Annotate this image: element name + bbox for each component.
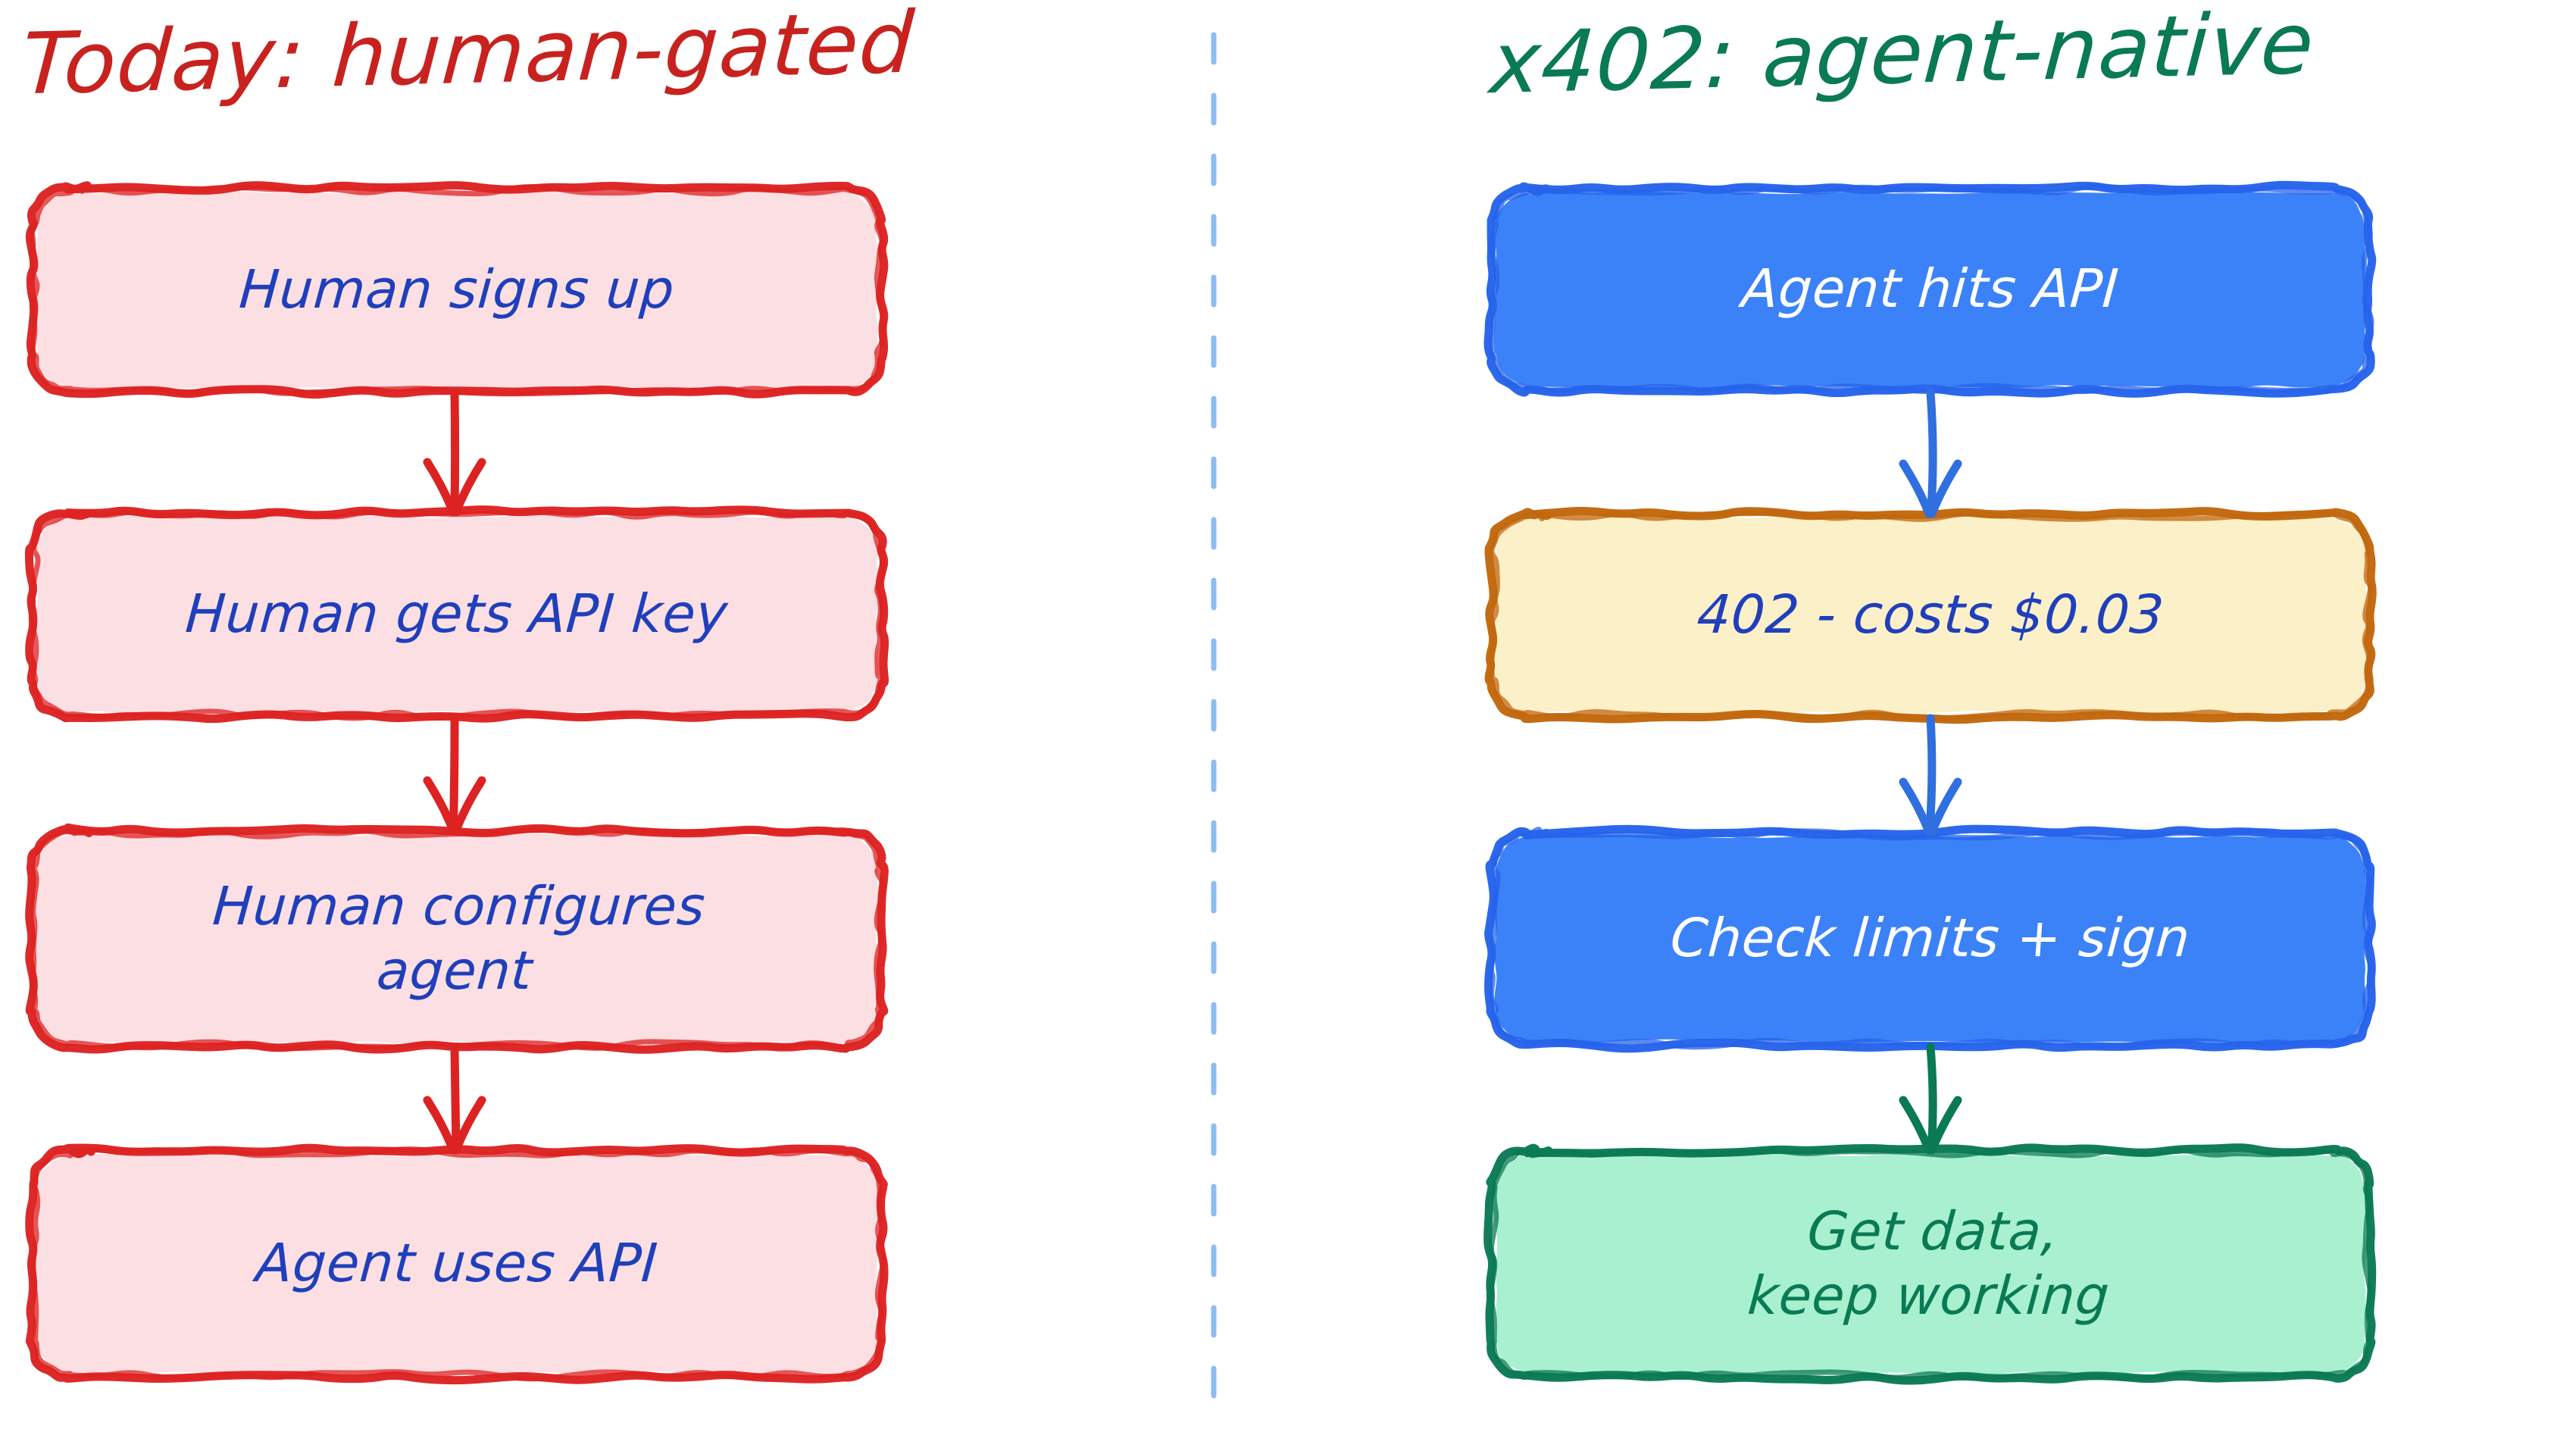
- node-agent-uses-api[interactable]: Agent uses API: [32, 1150, 882, 1377]
- node-agent-hits-api[interactable]: Agent hits API: [1491, 188, 2370, 391]
- node-label: Get data, keep working: [1745, 1199, 2112, 1327]
- node-label: Agent uses API: [254, 1232, 660, 1295]
- node-label: Agent hits API: [1740, 258, 2121, 321]
- node-check-limits-sign[interactable]: Check limits + sign: [1491, 832, 2370, 1046]
- node-label: Human configures agent: [211, 874, 708, 1002]
- node-402-costs[interactable]: 402 - costs $0.03: [1491, 514, 2370, 717]
- node-human-signs-up[interactable]: Human signs up: [32, 188, 882, 392]
- node-get-data-keep-working[interactable]: Get data, keep working: [1491, 1150, 2370, 1377]
- node-label: Human signs up: [237, 258, 677, 321]
- node-label: 402 - costs $0.03: [1695, 583, 2167, 646]
- node-label: Check limits + sign: [1668, 907, 2193, 970]
- node-label: Human gets API key: [183, 583, 730, 646]
- node-human-gets-api-key[interactable]: Human gets API key: [32, 512, 882, 717]
- column-title-x402: x402: agent-native: [1487, 0, 2318, 114]
- node-human-configures-agent[interactable]: Human configures agent: [32, 830, 882, 1047]
- column-title-today: Today: human-gated: [18, 0, 918, 114]
